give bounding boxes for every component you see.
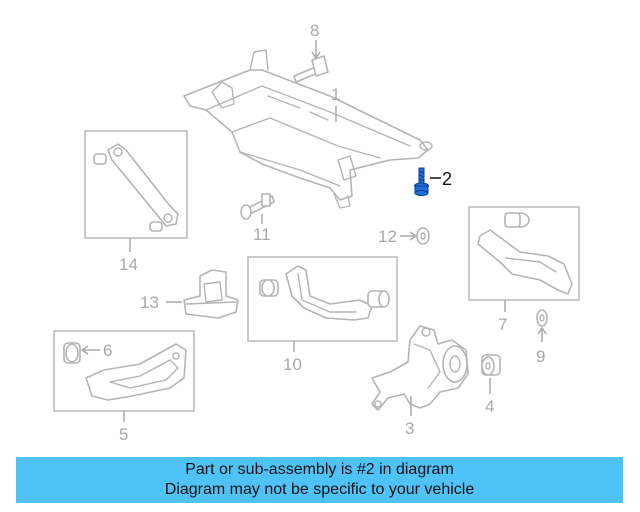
mount-13-part[interactable]: [183, 269, 239, 319]
part-14-box: [84, 130, 188, 239]
callout-12[interactable]: 12: [378, 227, 397, 246]
bolt-2-highlighted-part[interactable]: [414, 167, 429, 196]
callout-9[interactable]: 9: [536, 347, 545, 366]
callout-5[interactable]: 5: [119, 425, 128, 444]
bolt-8-part[interactable]: [293, 55, 329, 83]
info-banner: Part or sub-assembly is #2 in diagram Di…: [16, 457, 623, 503]
callout-13[interactable]: 13: [140, 293, 159, 312]
part-7-box: [468, 206, 580, 301]
lower-arm-7-part[interactable]: [477, 212, 573, 295]
bushing-4-part[interactable]: [481, 354, 501, 376]
knuckle-3-part[interactable]: [371, 325, 469, 411]
callout-2[interactable]: 2: [442, 169, 452, 189]
callout-8[interactable]: 8: [310, 21, 319, 40]
callout-6[interactable]: 6: [103, 341, 112, 360]
washer-12-part[interactable]: [416, 227, 430, 245]
callout-4[interactable]: 4: [485, 397, 494, 416]
bolt-11-part[interactable]: [240, 193, 275, 220]
washer-9-part[interactable]: [536, 309, 548, 327]
callout-10[interactable]: 10: [283, 355, 302, 374]
banner-line-2: Diagram may not be specific to your vehi…: [164, 481, 475, 498]
callout-7[interactable]: 7: [498, 315, 507, 334]
banner-line-1: Part or sub-assembly is #2 in diagram: [185, 461, 454, 478]
part-10-box: [247, 256, 398, 342]
lateral-link-14-part[interactable]: [93, 143, 179, 232]
callout-1[interactable]: 1: [331, 85, 340, 104]
crossmember-part[interactable]: [183, 49, 433, 209]
callout-3[interactable]: 3: [405, 419, 414, 438]
trailing-arm-5-part[interactable]: [63, 342, 187, 401]
callout-14[interactable]: 14: [119, 255, 138, 274]
callout-11[interactable]: 11: [253, 225, 271, 244]
upper-arm-10-part[interactable]: [259, 265, 390, 321]
